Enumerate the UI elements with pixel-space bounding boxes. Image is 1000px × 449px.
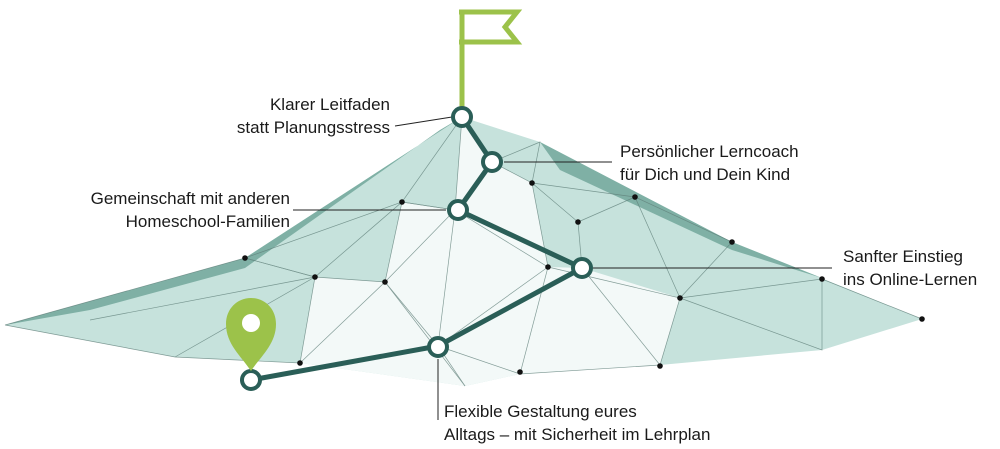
label-einstieg: Sanfter Einstieg ins Online-Lernen xyxy=(843,245,977,291)
label-leitfaden-line1: Klarer Leitfaden xyxy=(269,95,390,114)
label-gestaltung-line2: Alltags – mit Sicherheit im Lehrplan xyxy=(444,425,711,444)
mesh-dots xyxy=(242,180,925,375)
mountain-face xyxy=(300,117,680,386)
label-gemeinschaft-line1: Gemeinschaft mit anderen xyxy=(90,189,290,208)
label-gemeinschaft: Gemeinschaft mit anderen Homeschool-Fami… xyxy=(20,187,290,233)
node-gemeinschaft xyxy=(447,199,469,221)
label-leitfaden-line2: statt Planungsstress xyxy=(236,118,390,137)
label-gestaltung-line1: Flexible Gestaltung eures xyxy=(444,402,637,421)
label-einstieg-line2: ins Online-Lernen xyxy=(843,270,978,289)
node-lerncoach xyxy=(481,151,503,173)
label-lerncoach-line1: Persönlicher Lerncoach xyxy=(620,142,799,161)
leader-lines xyxy=(293,116,832,420)
label-gestaltung: Flexible Gestaltung eures Alltags – mit … xyxy=(444,400,710,446)
node-gestaltung xyxy=(427,336,449,358)
label-gemeinschaft-line2: Homeschool-Familien xyxy=(125,212,290,231)
node-leitfaden xyxy=(451,106,473,128)
node-einstieg xyxy=(571,257,593,279)
label-leitfaden: Klarer Leitfaden statt Planungsstress xyxy=(150,93,390,139)
location-pin-icon xyxy=(226,298,276,371)
node-start xyxy=(240,369,262,391)
flag-icon xyxy=(459,9,523,107)
label-lerncoach-line2: für Dich und Dein Kind xyxy=(620,165,791,184)
label-einstieg-line1: Sanfter Einstieg xyxy=(843,247,964,266)
label-lerncoach: Persönlicher Lerncoach für Dich und Dein… xyxy=(620,140,799,186)
